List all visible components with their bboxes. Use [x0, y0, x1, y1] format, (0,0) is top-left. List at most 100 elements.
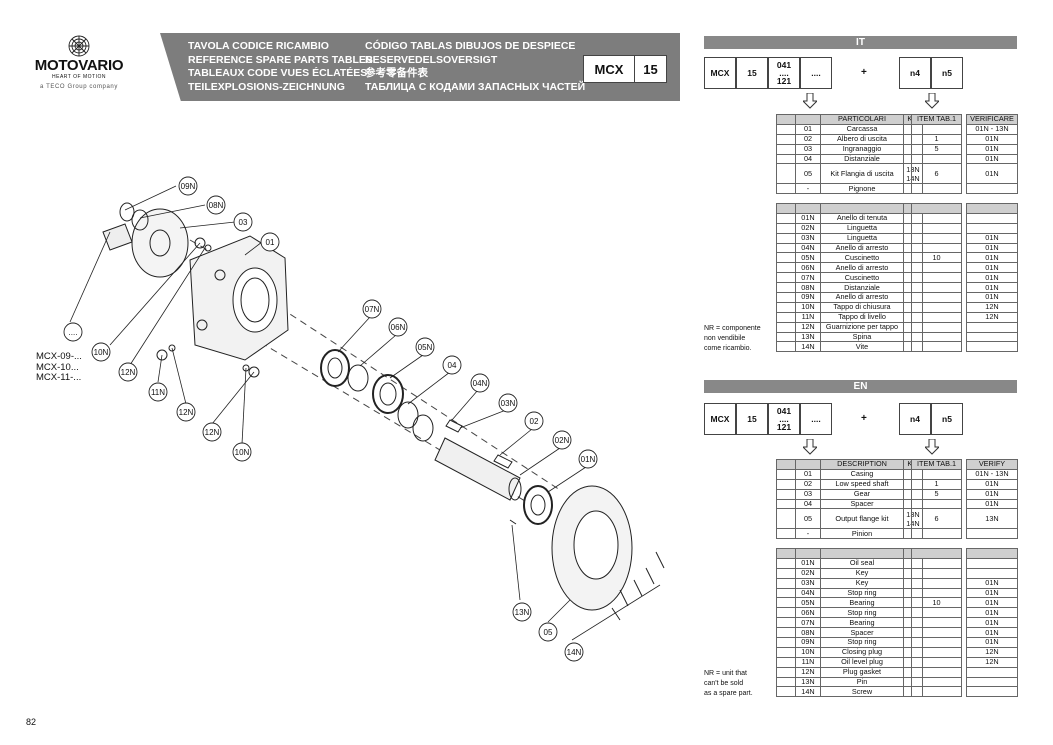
motovario-logo-icon [68, 35, 90, 57]
callout-circle [470, 373, 490, 393]
item-value [911, 311, 962, 323]
ratio-mid: .... [779, 414, 789, 424]
item-value [911, 567, 962, 579]
item-value [911, 321, 962, 333]
part-number: 02N [795, 567, 821, 579]
part-number: 10N [795, 301, 821, 313]
part-name: Screw [820, 686, 904, 698]
part-name: Closing plug [820, 646, 904, 658]
item-value [911, 212, 962, 224]
item-value [911, 262, 962, 274]
callout-circle [118, 362, 138, 382]
item-value [911, 627, 962, 639]
code-n5: n5 [931, 57, 963, 89]
ratio-bot: 121 [776, 76, 792, 86]
part-number: 11N [795, 311, 821, 323]
table-row [911, 666, 962, 678]
verify-value: 01N [966, 627, 1018, 639]
item-value [911, 232, 962, 244]
callout-circle [552, 430, 572, 450]
title-line: ТАБЛИЦА С КОДАМИ ЗАПАСНЫХ ЧАСТЕЙ [365, 81, 586, 94]
table-row [966, 222, 1018, 234]
part-name: Oil level plug [820, 656, 904, 668]
callout-circle [260, 232, 280, 252]
model-variant: MCX-10... [36, 361, 79, 373]
code-dots: .... [800, 403, 832, 435]
verify-value [966, 321, 1018, 333]
title-line: CÓDIGO TABLAS DIBUJOS DE DESPIECE [365, 40, 576, 52]
item-value [911, 656, 962, 668]
table-row: 12N [966, 656, 1018, 668]
table-row [966, 676, 1018, 688]
title-line: RESERVEDELSOVERSIGT [365, 53, 498, 66]
part-name: Spacer [820, 627, 904, 639]
verify-value [966, 341, 1018, 353]
table-row [911, 567, 962, 579]
callout-label: 02N [555, 436, 570, 445]
part-name: Bearing [820, 597, 904, 609]
part-name: Spina [820, 331, 904, 343]
part-name: Distanziale [820, 282, 904, 294]
code-model: MCX [704, 403, 736, 435]
verify-value: 01N [966, 242, 1018, 254]
callout-circle [578, 449, 598, 469]
callout-circle [233, 212, 253, 232]
table-row [911, 282, 962, 294]
verify-value: 12N [966, 301, 1018, 313]
item-value [911, 272, 962, 284]
part-name: Anello di arresto [820, 242, 904, 254]
verify-value: 01N [966, 597, 1018, 609]
part-name: Guarnizione per tappo [820, 321, 904, 333]
part-number: 01N [795, 557, 821, 569]
part-number: 14N [795, 341, 821, 353]
ratio-mid: .... [779, 68, 789, 78]
callout-circle [498, 393, 518, 413]
table-row [911, 212, 962, 224]
callout-label: 03N [501, 399, 516, 408]
part-number: 05N [795, 597, 821, 609]
table-row: 01N [966, 597, 1018, 609]
title-line: TEILEXPLOSIONS-ZEICHNUNG [188, 81, 345, 94]
part-number: 12N [795, 666, 821, 678]
part-number: 14N [795, 686, 821, 698]
part-number: 09N [795, 637, 821, 648]
callout-circle [564, 642, 584, 662]
verify-value: 01N [966, 577, 1018, 589]
callout-circle [178, 176, 198, 196]
callout-circle [63, 322, 83, 342]
callout-label: 03 [239, 218, 248, 227]
part-number: 13N [795, 676, 821, 688]
table-row [911, 242, 962, 254]
table-header-row [776, 548, 923, 559]
ratio-top: 041 [776, 406, 792, 416]
table-row [911, 321, 962, 333]
callout-label: 11N [151, 388, 165, 397]
down-arrow-icon [925, 93, 939, 109]
verify-table-it: VERIFICARE 01N - 13N 01N 01N 01N 01N [966, 114, 1018, 195]
brand-name: MOTOVARIO [34, 57, 124, 74]
code-model: MCX [704, 57, 736, 89]
table-row [911, 686, 962, 698]
table-row: 01N [966, 232, 1018, 244]
callout-circle [362, 299, 382, 319]
part-number: 11N [795, 656, 821, 668]
table-row [911, 331, 962, 343]
part-name: Cuscinetto [820, 252, 904, 264]
table-row: 01N [966, 627, 1018, 639]
model-name: MCX [584, 56, 635, 82]
item-value [911, 242, 962, 254]
